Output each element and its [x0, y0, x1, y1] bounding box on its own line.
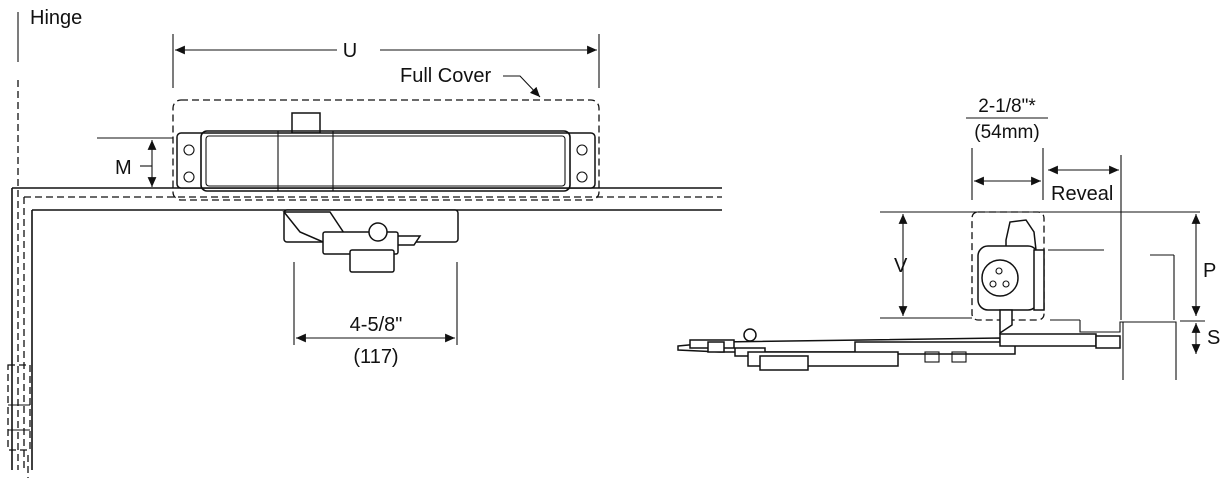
p-label: P: [1203, 260, 1216, 282]
reveal-label: Reveal: [1051, 183, 1113, 205]
full-cover-callout: Full Cover: [400, 65, 541, 98]
dimension-s: S: [1180, 320, 1220, 354]
dimension-m: M: [97, 137, 173, 187]
dimension-reveal: Reveal: [1048, 155, 1122, 320]
s-label: S: [1207, 327, 1220, 349]
dimension-p: P: [1191, 214, 1216, 316]
hinge-label: Hinge: [30, 7, 82, 29]
top-view: Hinge U Full Cover: [7, 7, 722, 478]
dimension-width: 2-1/8"* (54mm): [966, 96, 1048, 200]
arm-dimension-mm-label: (117): [353, 346, 398, 368]
closer-body: [176, 112, 596, 192]
width-dimension-label: 2-1/8"*: [978, 96, 1036, 117]
u-label: U: [343, 40, 357, 62]
width-dimension-mm-label: (54mm): [974, 122, 1039, 143]
m-label: M: [115, 157, 132, 179]
full-cover-label: Full Cover: [400, 65, 491, 87]
arm-side: [677, 328, 1121, 371]
side-view: 2-1/8"* (54mm) Reveal V: [677, 96, 1220, 380]
dimension-u: U: [172, 34, 600, 88]
arm-dimension-label: 4-5/8": [350, 314, 403, 336]
dimension-v: V: [894, 214, 908, 316]
frame-section: [1048, 249, 1177, 380]
v-label: V: [894, 255, 908, 277]
dimension-arm: 4-5/8" (117): [293, 262, 458, 368]
full-cover-outline: [172, 99, 600, 201]
closer-side: [977, 219, 1045, 335]
closer-arm: [282, 209, 459, 273]
